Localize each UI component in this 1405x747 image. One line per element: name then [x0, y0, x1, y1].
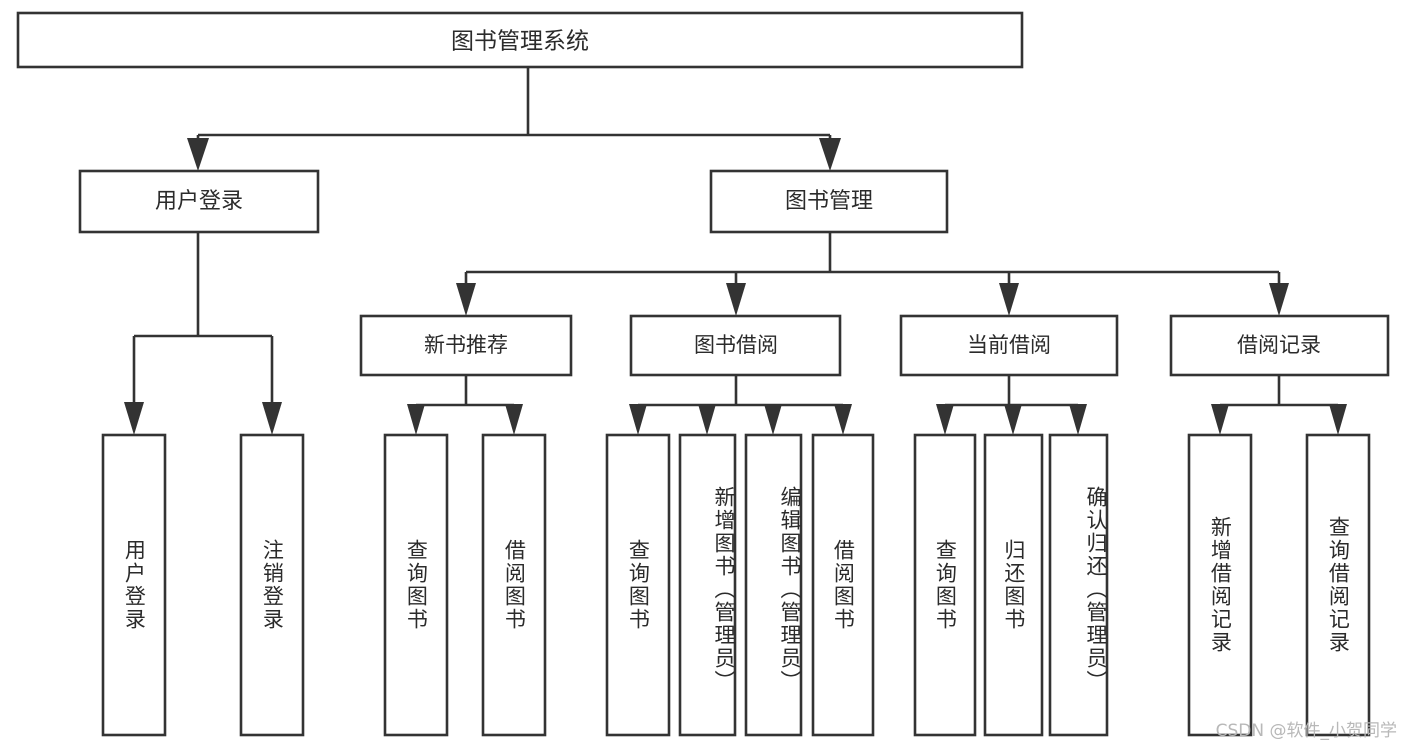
- arrowhead-book-borrow: [726, 283, 746, 316]
- arrowhead-leaf-query-book-3: [936, 404, 954, 435]
- arrowhead-leaf-return-book: [1004, 404, 1022, 435]
- leaf-return-book-box[interactable]: [983, 433, 1044, 737]
- node-book-manage[interactable]: 图书管理: [709, 169, 949, 234]
- arrowhead-user-login: [187, 138, 209, 171]
- borrow-record-label: 借阅记录: [1237, 333, 1321, 357]
- arrowhead-leaf-borrow-book-1: [505, 404, 523, 435]
- node-borrow-record[interactable]: 借阅记录: [1169, 314, 1390, 377]
- leaf-add-record-box[interactable]: [1187, 433, 1253, 737]
- book-manage-label: 图书管理: [785, 189, 873, 214]
- root-box[interactable]: [16, 11, 1024, 69]
- arrowhead-leaf-confirm-return: [1069, 404, 1087, 435]
- connector-layer: [124, 67, 1347, 435]
- leaf-query-book-3-box[interactable]: [913, 433, 977, 737]
- borrow-record-box[interactable]: [1169, 314, 1390, 377]
- arrowhead-leaf-logout: [262, 402, 282, 435]
- new-book-rec-box[interactable]: [359, 314, 573, 377]
- csdn-watermark: CSDN @软件_小贺同学: [1215, 721, 1397, 741]
- leaf-edit-book-box[interactable]: [744, 433, 803, 737]
- leaf-user-login-box[interactable]: [101, 433, 167, 737]
- current-borrow-label: 当前借阅: [967, 333, 1051, 357]
- arrowhead-leaf-query-book-2: [629, 404, 647, 435]
- arrowhead-leaf-query-book-1: [407, 404, 425, 435]
- user-login-label: 用户登录: [155, 189, 243, 214]
- leaf-add-book-box[interactable]: [678, 433, 737, 737]
- new-book-rec-label: 新书推荐: [424, 333, 508, 357]
- arrowhead-leaf-user-login: [124, 402, 144, 435]
- leaf-borrow-book-2-box[interactable]: [811, 433, 875, 737]
- book-manage-box[interactable]: [709, 169, 949, 234]
- user-login-box[interactable]: [78, 169, 320, 234]
- leaf-confirm-return-box[interactable]: [1048, 433, 1109, 737]
- arrowhead-book-manage: [819, 138, 841, 171]
- leaf-query-book-1-box[interactable]: [383, 433, 449, 737]
- leaf-logout-box[interactable]: [239, 433, 305, 737]
- leaf-query-record-box[interactable]: [1305, 433, 1371, 737]
- arrowhead-current-borrow: [999, 283, 1019, 316]
- arrowhead-leaf-edit-book: [764, 404, 782, 435]
- root-label: 图书管理系统: [451, 29, 589, 55]
- arrowhead-leaf-add-record: [1211, 404, 1229, 435]
- leaf-borrow-book-1-box[interactable]: [481, 433, 547, 737]
- arrowhead-borrow-record: [1269, 283, 1289, 316]
- node-new-book-rec[interactable]: 新书推荐: [359, 314, 573, 377]
- node-current-borrow[interactable]: 当前借阅: [899, 314, 1119, 377]
- node-root[interactable]: 图书管理系统: [16, 11, 1024, 69]
- node-book-borrow[interactable]: 图书借阅: [629, 314, 842, 377]
- current-borrow-box[interactable]: [899, 314, 1119, 377]
- arrowhead-leaf-add-book: [698, 404, 716, 435]
- leaf-query-book-2-box[interactable]: [605, 433, 671, 737]
- arrowhead-leaf-borrow-book-2: [834, 404, 852, 435]
- leaf-box-layer: [101, 433, 1371, 737]
- arrowhead-new-book-rec: [456, 283, 476, 316]
- book-borrow-label: 图书借阅: [694, 333, 778, 357]
- node-user-login[interactable]: 用户登录: [78, 169, 320, 234]
- book-borrow-box[interactable]: [629, 314, 842, 377]
- arrowhead-leaf-query-record: [1329, 404, 1347, 435]
